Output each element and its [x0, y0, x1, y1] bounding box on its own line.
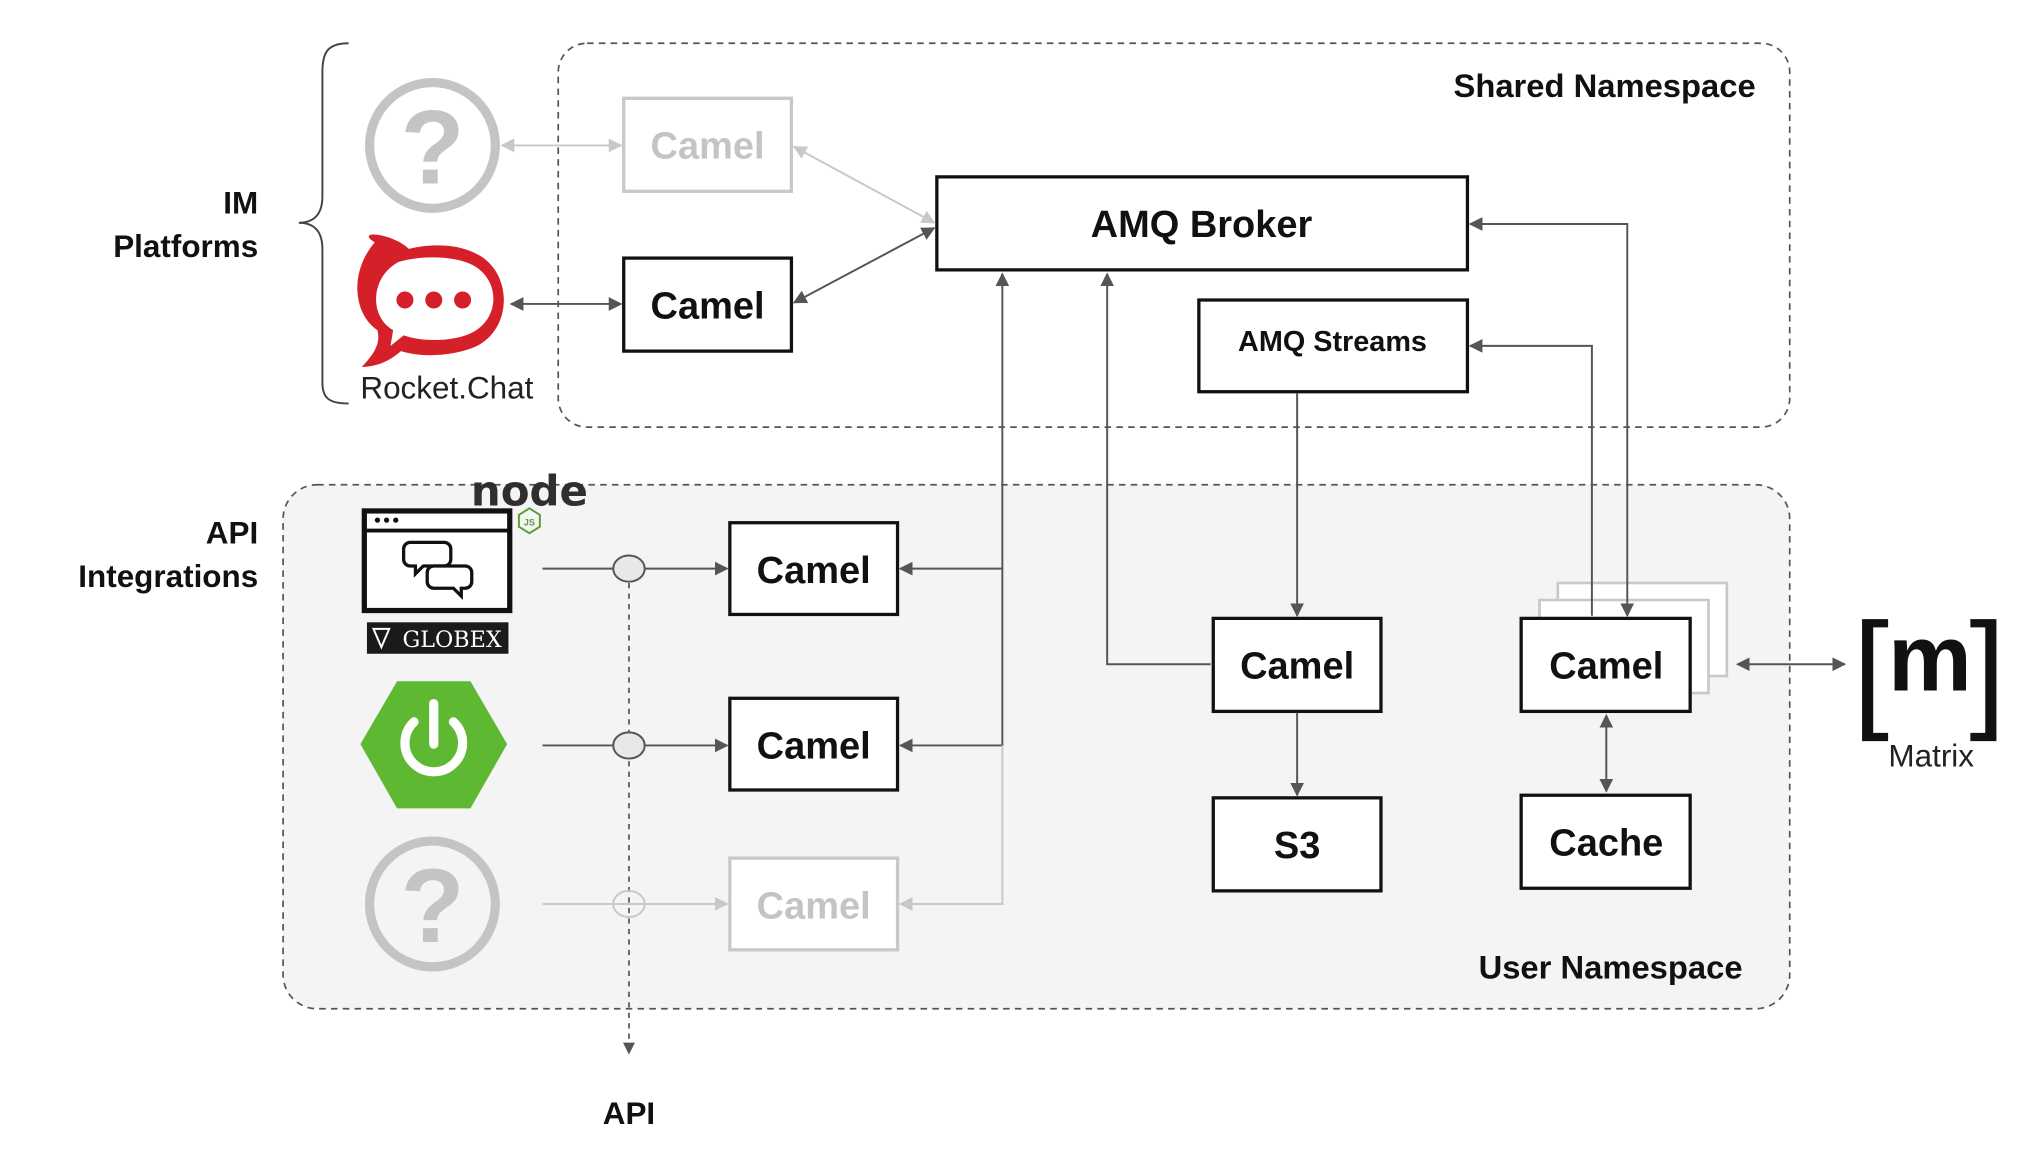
- camel-api-2-box: [728, 696, 900, 792]
- line-camel-s3-broker: [1100, 272, 1211, 666]
- api-junction-2: [612, 731, 646, 760]
- globex-label: GLOBEX: [402, 627, 501, 653]
- camel-s3-box: [1211, 616, 1383, 714]
- camel-s3-label: Camel: [1240, 646, 1354, 688]
- s3-box: [1211, 796, 1383, 893]
- camel-rocket-label: Camel: [651, 285, 765, 327]
- matrix-right-bracket: ]: [1969, 595, 2005, 742]
- camel-matrix-box: [1519, 616, 1692, 714]
- im-platforms-label-line2: Platforms: [113, 229, 258, 264]
- line-broker-camel-api-3: [898, 745, 1004, 911]
- camel-api-3-box: [728, 856, 900, 952]
- user-namespace-label: User Namespace: [1479, 949, 1743, 986]
- im-platforms-label-line1: IM: [223, 186, 258, 221]
- cache-box: [1519, 793, 1692, 890]
- nodejs-logo: node JS: [471, 467, 588, 535]
- s3-label: S3: [1274, 825, 1320, 867]
- matrix-left-bracket: [: [1853, 595, 1889, 742]
- shared-namespace-label: Shared Namespace: [1453, 67, 1755, 104]
- camel-matrix-label: Camel: [1549, 646, 1663, 688]
- shared-namespace: [557, 42, 1791, 428]
- api-junction-3: [612, 889, 646, 919]
- line-broker-camel-matrix: [1468, 217, 1635, 618]
- matrix-letter: m: [1888, 605, 1972, 710]
- unknown-im-glyph: ?: [400, 89, 464, 206]
- matrix-logo: [ m ]: [1853, 595, 2006, 742]
- camel-api-1-box: [728, 521, 900, 617]
- api-integrations-label-line2: Integrations: [78, 559, 258, 594]
- camel-api-2-label: Camel: [757, 726, 871, 768]
- rocket-chat-label: Rocket.Chat: [360, 370, 533, 405]
- camel-rocket-box: [622, 256, 794, 353]
- arrow-camel-rocket-broker: [792, 227, 936, 304]
- unknown-im-icon: ?: [364, 77, 500, 213]
- amq-broker-label: AMQ Broker: [1091, 204, 1313, 246]
- nodejs-js-label: JS: [524, 517, 535, 527]
- camel-api-1-label: Camel: [757, 550, 871, 592]
- camel-api-3-label: Camel: [757, 885, 871, 927]
- im-platforms-brace: [298, 42, 349, 405]
- cache-label: Cache: [1549, 823, 1663, 865]
- spring-boot-logo: [360, 681, 508, 809]
- globex-chat-icon: GLOBEX: [361, 508, 513, 654]
- camel-im-unknown-label: Camel: [651, 126, 765, 168]
- arrow-camel-unknown-broker: [792, 145, 936, 224]
- matrix-label: Matrix: [1888, 738, 1974, 773]
- api-integrations-label-line1: API: [206, 516, 258, 551]
- api-label: API: [603, 1096, 655, 1131]
- api-junction-1: [612, 554, 646, 583]
- amq-streams-box: [1197, 298, 1470, 394]
- unknown-api-icon: ?: [364, 836, 500, 972]
- amq-streams-label: AMQ Streams: [1238, 326, 1427, 358]
- camel-im-unknown-box: [622, 96, 794, 193]
- unknown-api-glyph: ?: [400, 848, 464, 965]
- user-namespace: [282, 483, 1791, 1010]
- rocket-chat-logo: [357, 234, 504, 367]
- amq-broker-box: [935, 175, 1470, 272]
